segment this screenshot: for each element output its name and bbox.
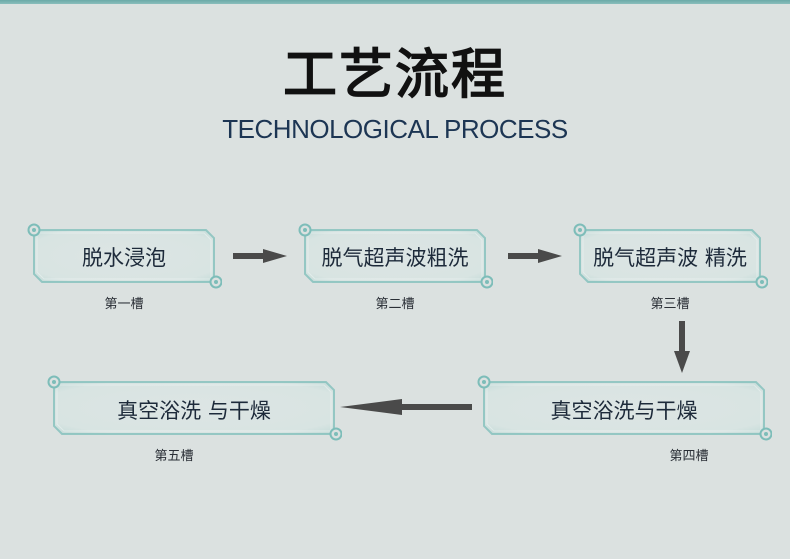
step-slot-caption: 第四槽 [669,449,709,464]
step-slot-caption: 第二槽 [375,297,415,312]
corner-node-bottom-right [480,275,493,289]
process-step-3: 脱气超声波 精洗 第三槽 [572,222,768,312]
corner-node-top-left [298,223,312,237]
process-step-5: 真空浴洗 与干燥 第五槽 [46,374,342,464]
corner-node-top-left [477,375,491,389]
step-frame [477,375,772,441]
step-frame [47,375,342,441]
corner-node-top-left [573,223,587,237]
corner-node-top-left [27,223,41,237]
step-slot-caption: 第一槽 [104,297,144,312]
arrow-down [674,321,690,373]
corner-node-bottom-right [329,427,342,441]
step-frame [298,223,493,289]
step-slot-caption: 第三槽 [650,297,690,312]
step-label: 脱气超声波 精洗 [593,246,747,270]
step-slot-caption: 第五槽 [154,449,194,464]
corner-node-bottom-right [755,275,768,289]
corner-node-bottom-right [759,427,772,441]
process-step-2: 脱气超声波粗洗 第二槽 [297,222,493,312]
step-frame [27,223,222,289]
page-subtitle: TECHNOLOGICAL PROCESS [222,114,568,144]
top-accent-stripe [0,0,790,4]
corner-node-top-left [47,375,61,389]
step-label: 脱水浸泡 [82,246,166,270]
page-title: 工艺流程 [283,42,507,106]
arrow-right-2 [508,249,562,263]
step-frame [573,223,768,289]
arrow-left [340,399,472,415]
step-label: 真空浴洗与干燥 [550,399,698,423]
corner-node-bottom-right [209,275,222,289]
process-step-4: 真空浴洗与干燥 第四槽 [476,374,772,464]
step-label: 真空浴洗 与干燥 [117,399,271,423]
arrow-right-1 [233,249,287,263]
process-step-1: 脱水浸泡 第一槽 [26,222,222,312]
step-label: 脱气超声波粗洗 [321,246,469,270]
